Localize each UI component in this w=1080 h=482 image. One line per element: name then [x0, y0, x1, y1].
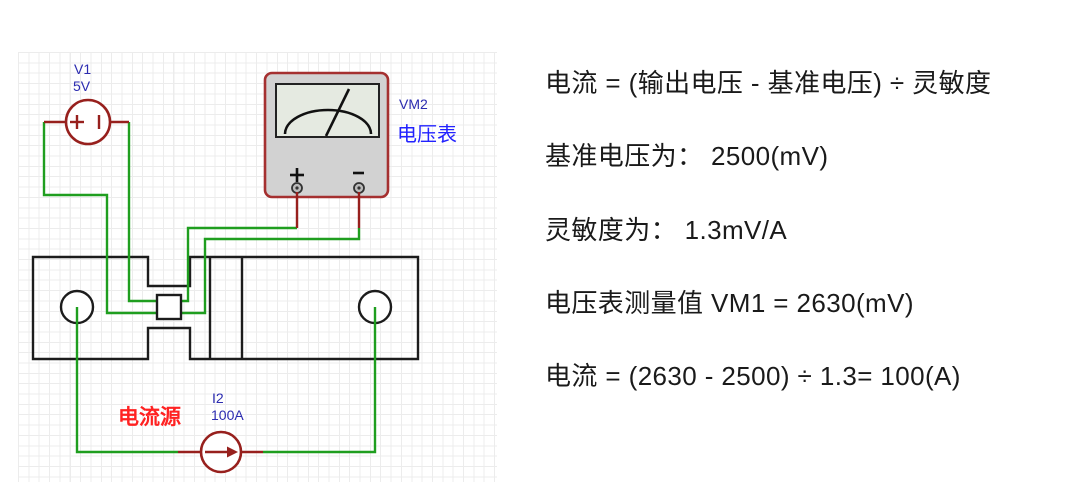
voltmeter: [263, 71, 390, 199]
wire-v1-left-to-sense: [42, 122, 157, 315]
circuit-canvas: [31, 71, 420, 474]
shunt-resistor: [31, 255, 420, 361]
note-line-reference: 基准电压为： 2500(mV): [545, 141, 829, 171]
wire-v1-right-to-sense: [127, 122, 157, 303]
wire-left-hole-to-source: [75, 307, 178, 454]
plus-terminal-icon: [290, 168, 304, 182]
wire-sense-to-vm-plus: [181, 226, 297, 303]
vm2-name-label: 电压表: [397, 124, 457, 146]
meter-needle: [324, 88, 351, 137]
i2-value-label: 100A: [211, 407, 244, 423]
note-line-formula: 电流 = (输出电压 - 基准电压) ÷ 灵敏度: [545, 68, 992, 98]
current-source: [178, 430, 263, 474]
i2-arrow-icon: [205, 446, 238, 458]
sense-element: [155, 293, 183, 321]
v1-plus-icon: [70, 115, 84, 129]
note-line-sensitivity: 灵敏度为： 1.3mV/A: [545, 215, 788, 245]
notes-panel: 电流 = (输出电压 - 基准电压) ÷ 灵敏度 基准电压为： 2500(mV)…: [545, 0, 1080, 482]
circuit-panel: V1 5V VM2 电压表 I2 100A 电流源: [0, 0, 497, 482]
minus-terminal-hole: [357, 186, 361, 190]
plus-terminal-hole: [295, 186, 299, 190]
note-line-measurement: 电压表测量值 VM1 = 2630(mV): [545, 288, 914, 318]
note-line-calculation: 电流 = (2630 - 2500) ÷ 1.3= 100(A): [545, 361, 961, 391]
vm2-ref-label: VM2: [399, 96, 428, 112]
v1-circle: [64, 98, 112, 146]
wire-sense-to-vm-minus: [181, 228, 361, 315]
meter-scale-arc: [283, 108, 373, 135]
shunt-outline: [31, 255, 420, 361]
wire-right-hole-to-source: [263, 307, 377, 454]
current-source-name-label: 电流源: [118, 406, 181, 429]
i2-ref-label: I2: [212, 390, 224, 406]
v1-value-label: 5V: [73, 78, 91, 94]
v1-ref-label: V1: [74, 61, 92, 77]
voltage-source: [44, 98, 129, 146]
wires: [42, 122, 377, 454]
